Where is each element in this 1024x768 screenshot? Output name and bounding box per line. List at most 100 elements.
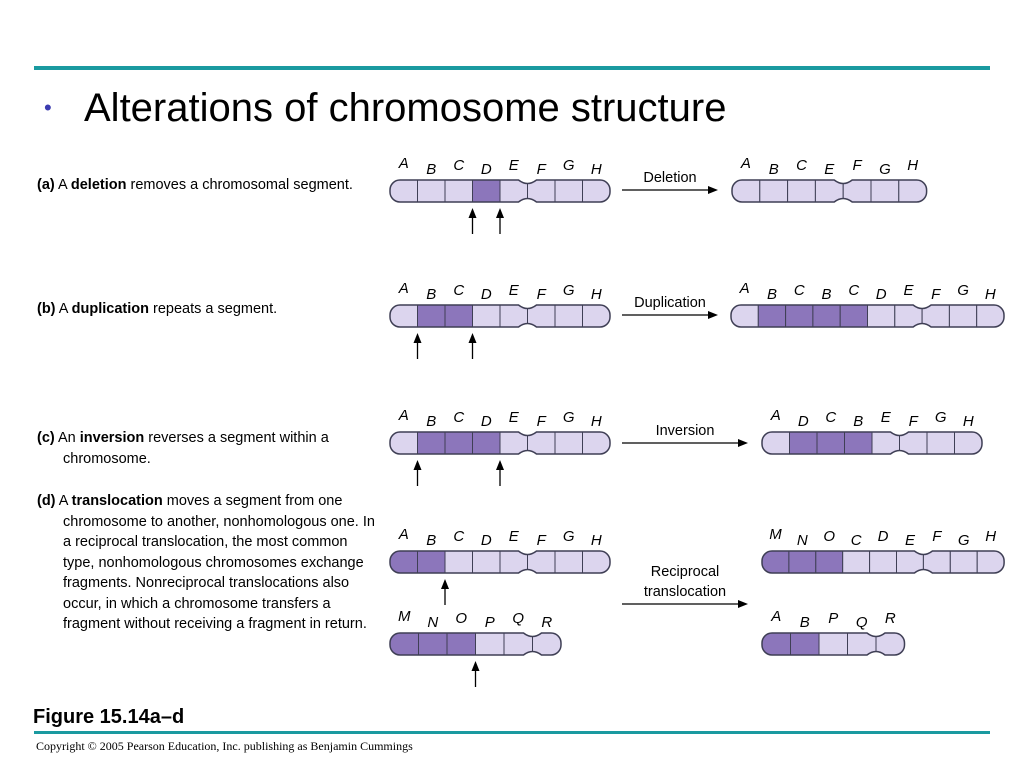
chromosome-c-after bbox=[762, 432, 982, 454]
label-B: B bbox=[426, 532, 436, 549]
segment-D bbox=[867, 305, 896, 327]
segment-B bbox=[790, 633, 820, 655]
segment-N bbox=[418, 633, 448, 655]
segment-D bbox=[472, 305, 501, 327]
segment-H bbox=[954, 432, 982, 454]
chromosome-outline-d-before-1 bbox=[389, 550, 611, 574]
segment-O bbox=[815, 551, 844, 573]
chromosome-a-before bbox=[390, 180, 610, 202]
panel-a-description: (a) A deletion removes a chromosomal seg… bbox=[37, 175, 382, 196]
process-arrowhead-d bbox=[738, 600, 748, 608]
segment-D bbox=[472, 551, 501, 573]
label-B: B bbox=[769, 161, 779, 178]
label-D: D bbox=[481, 286, 492, 303]
segment-G bbox=[554, 432, 583, 454]
segment-C bbox=[787, 180, 816, 202]
label-E: E bbox=[903, 282, 914, 299]
label-O: O bbox=[823, 528, 835, 545]
chromosome-outline-d-after-2 bbox=[761, 632, 906, 656]
segment-C bbox=[839, 305, 869, 327]
figure-label: Figure 15.14a–d bbox=[33, 706, 185, 728]
label-D: D bbox=[481, 413, 492, 430]
label-E: E bbox=[509, 282, 520, 299]
panel-b-article: A bbox=[58, 301, 68, 317]
segment-D bbox=[472, 180, 501, 202]
label-H: H bbox=[591, 161, 602, 178]
panel-a-term: deletion bbox=[70, 177, 127, 193]
title-bullet: • bbox=[44, 95, 52, 120]
chromosome-d-before-1 bbox=[390, 551, 610, 573]
panel-c-rest: reverses a segment within a chromosome. bbox=[63, 430, 329, 467]
panel-b-rest: repeats a segment. bbox=[153, 301, 278, 317]
label-C: C bbox=[453, 157, 464, 174]
label-C: C bbox=[453, 409, 464, 426]
segment-A bbox=[390, 551, 418, 573]
segment-B bbox=[757, 305, 787, 327]
label-G: G bbox=[563, 282, 575, 299]
segment-H bbox=[582, 180, 610, 202]
chromosome-outline-d-before-2 bbox=[389, 632, 562, 656]
panel-d-article: A bbox=[58, 493, 68, 509]
chromosome-outline-c-after bbox=[761, 431, 983, 455]
process-arrowhead-b bbox=[708, 311, 718, 319]
segment-H bbox=[976, 305, 1004, 327]
chromosome-outline-a-after bbox=[731, 179, 928, 203]
label-H: H bbox=[591, 286, 602, 303]
chromosome-a-after bbox=[732, 180, 927, 202]
segment-D bbox=[869, 551, 897, 573]
chromosome-d-before-2 bbox=[390, 633, 561, 655]
segment-P bbox=[475, 633, 505, 655]
label-A: A bbox=[770, 608, 781, 625]
label-H: H bbox=[963, 413, 974, 430]
segment-B bbox=[417, 180, 446, 202]
label-B: B bbox=[822, 286, 832, 303]
panel-b-description: (b) A duplication repeats a segment. bbox=[37, 299, 382, 320]
segment-D bbox=[789, 432, 818, 454]
label-N: N bbox=[427, 614, 438, 631]
label-F: F bbox=[537, 161, 547, 178]
panel-a-letter: (a) bbox=[37, 177, 55, 193]
process-arrowhead-a bbox=[708, 186, 718, 194]
label-G: G bbox=[958, 532, 970, 549]
segment-G bbox=[949, 551, 978, 573]
break-arrow-head bbox=[471, 661, 480, 671]
segment-H bbox=[582, 305, 610, 327]
label-A: A bbox=[398, 155, 409, 172]
label-B: B bbox=[853, 413, 863, 430]
label-A: A bbox=[398, 526, 409, 543]
chromosome-outline-a-before bbox=[389, 179, 611, 203]
process-arrowhead-c bbox=[738, 439, 748, 447]
label-D: D bbox=[878, 528, 889, 545]
slide-title: Alterations of chromosome structure bbox=[84, 86, 727, 130]
label-C: C bbox=[796, 157, 807, 174]
segment-P bbox=[818, 633, 848, 655]
label-N: N bbox=[797, 532, 808, 549]
panel-c-description: (c) An inversion reverses a segment with… bbox=[37, 428, 382, 469]
label-G: G bbox=[563, 409, 575, 426]
process-label-d: translocation bbox=[644, 584, 726, 600]
segment-H bbox=[582, 432, 610, 454]
label-A: A bbox=[739, 280, 750, 297]
process-label-d: Reciprocal bbox=[651, 564, 720, 580]
segment-G bbox=[948, 305, 978, 327]
segment-B bbox=[844, 432, 873, 454]
segment-C bbox=[785, 305, 814, 327]
panel-a-article: A bbox=[57, 177, 67, 193]
copyright-notice: Copyright © 2005 Pearson Education, Inc.… bbox=[36, 739, 413, 753]
segment-R bbox=[532, 633, 561, 655]
segment-A bbox=[390, 432, 418, 454]
segment-G bbox=[870, 180, 900, 202]
label-H: H bbox=[591, 413, 602, 430]
label-F: F bbox=[537, 286, 547, 303]
segment-A bbox=[762, 432, 790, 454]
panel-d-text: (d) A translocation moves a segment from… bbox=[37, 491, 382, 635]
chromosome-outline-d-after-1 bbox=[761, 550, 1005, 574]
label-R: R bbox=[885, 610, 896, 627]
break-arrow-head bbox=[496, 208, 504, 218]
segment-G bbox=[554, 305, 583, 327]
label-D: D bbox=[481, 161, 492, 178]
label-F: F bbox=[932, 528, 942, 545]
label-G: G bbox=[957, 282, 969, 299]
label-F: F bbox=[909, 413, 919, 430]
